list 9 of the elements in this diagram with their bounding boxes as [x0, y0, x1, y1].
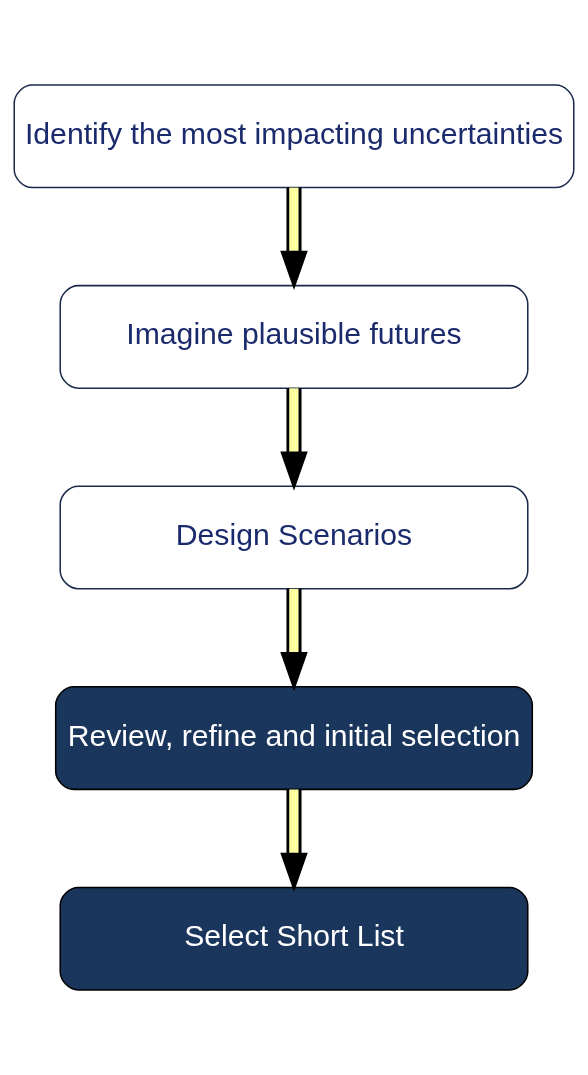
arrow: [280, 187, 308, 291]
node-box: Select Short List: [59, 886, 529, 991]
node-box: Review, refine and initial selection: [54, 686, 534, 791]
node-box: Imagine plausible futures: [59, 284, 529, 389]
arrow: [280, 388, 308, 491]
arrow: [280, 789, 308, 892]
node-box: Identify the most impacting uncertainties: [13, 84, 575, 189]
node-box: Design Scenarios: [59, 485, 529, 590]
arrow: [280, 588, 308, 692]
